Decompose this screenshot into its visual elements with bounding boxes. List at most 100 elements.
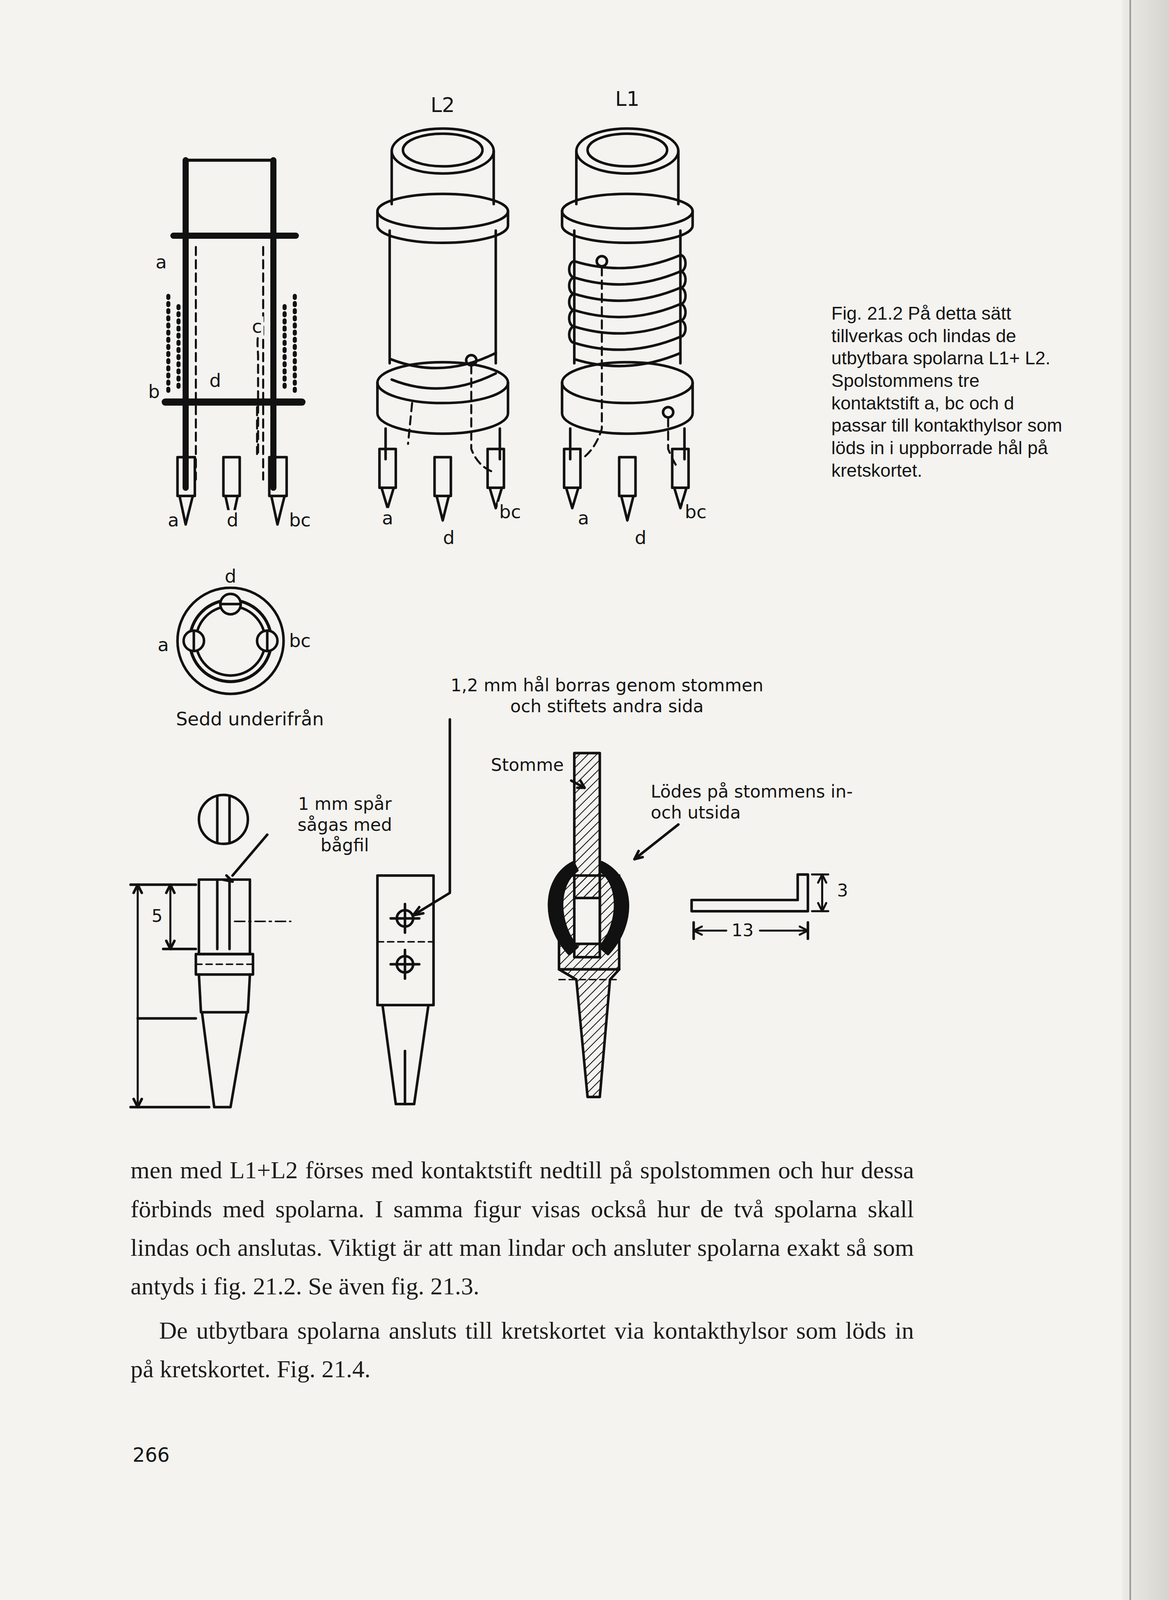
pin-name: a	[166, 510, 181, 531]
drawing-stroke	[576, 128, 679, 174]
drawing-stroke	[487, 448, 505, 488]
drill-note: 1,2 mm hål borras genom stommen och stif…	[438, 675, 776, 717]
drawing-stroke	[130, 884, 209, 1107]
drawing-stroke	[232, 834, 268, 876]
pin-name: a	[576, 508, 591, 529]
drawing-stroke	[672, 448, 689, 488]
drawing-stroke	[408, 402, 413, 444]
drawing-stroke	[198, 879, 250, 955]
drawing-stroke	[185, 159, 274, 488]
drawing-stroke	[548, 862, 578, 955]
drawing-stroke	[403, 1050, 407, 1104]
drawing-stroke	[133, 884, 175, 1107]
page-number: 266	[132, 1443, 215, 1467]
drawing-stroke	[561, 211, 693, 243]
drawing-stroke	[413, 906, 424, 916]
drawing-stroke	[201, 1011, 247, 1107]
drawing-stroke	[634, 824, 679, 860]
drawing-stroke	[559, 978, 620, 981]
drawing-stroke	[377, 211, 508, 243]
drawing-stroke	[377, 382, 508, 434]
drawing-stroke	[173, 232, 296, 239]
drawing-stroke	[385, 428, 501, 460]
drawing-stroke	[818, 874, 827, 912]
drawing-stroke	[1122, 0, 1169, 1600]
drawing-stroke	[217, 795, 230, 843]
view-note: Sedd underifrån	[174, 709, 326, 730]
drawing-stroke	[198, 974, 250, 1012]
drawing-stroke	[390, 353, 496, 389]
drawing-stroke	[168, 295, 295, 392]
drawing-stroke	[574, 897, 600, 944]
pin-name: bc	[287, 630, 313, 651]
drawing-stroke	[596, 255, 608, 267]
pin-name: c	[250, 316, 264, 337]
pin-name: d	[225, 510, 240, 531]
drawing-stroke	[382, 1004, 429, 1104]
drawing-stroke	[402, 133, 483, 167]
drawing-stroke	[599, 862, 628, 955]
drawing-stroke	[185, 158, 274, 162]
drawing-stroke	[569, 255, 686, 343]
dimension: 13	[730, 920, 756, 941]
drawing-stroke	[377, 875, 434, 1005]
drawing-stroke	[390, 904, 420, 979]
drawing-stroke	[662, 406, 674, 418]
drawing-stroke	[389, 230, 496, 364]
figure-caption: Fig. 21.2 På detta sätt tillverkas och l…	[831, 301, 1069, 482]
coil-name: L1	[613, 87, 642, 111]
pin-name: d	[633, 527, 649, 548]
drawing-stroke	[195, 954, 253, 975]
slot-note: 1 mm spår sågas med bågfil	[273, 793, 417, 857]
pin-name: a	[153, 251, 169, 272]
drawing-stroke	[377, 940, 434, 943]
drawing-stroke	[574, 753, 600, 957]
drawing-stroke	[379, 448, 396, 488]
drawing-stroke	[561, 382, 693, 434]
pin-name: d	[207, 370, 223, 391]
drawing-stroke	[634, 850, 643, 859]
coil-name: L2	[429, 93, 457, 117]
dimension: 3	[835, 881, 850, 901]
pin-name: bc	[287, 510, 313, 531]
part-name: Stomme	[489, 755, 566, 775]
drawing-stroke	[563, 448, 581, 488]
pin-name: d	[441, 527, 457, 548]
drawing-stroke	[195, 246, 263, 480]
pin-name: b	[146, 381, 162, 402]
drawing-stroke	[812, 874, 829, 912]
drawing-stroke	[561, 194, 693, 229]
drawing-stroke	[574, 255, 681, 366]
drawing-stroke	[619, 456, 636, 496]
drawing-stroke	[217, 879, 230, 949]
drawing-stroke	[177, 456, 195, 496]
drawing-stroke	[434, 456, 451, 496]
drawing-stroke	[177, 587, 284, 695]
drawing-stroke	[195, 963, 253, 966]
drawing-stroke	[224, 399, 258, 455]
drawing-stroke	[559, 969, 620, 1097]
drawing-stroke	[391, 128, 494, 174]
solder-note: Lödes på stommens in- och utsida	[650, 781, 866, 824]
drawing-stroke	[561, 362, 693, 403]
dimension: 5	[150, 906, 165, 926]
drawing-stroke	[587, 133, 667, 167]
pin-name: a	[380, 508, 395, 529]
pin-name: a	[155, 634, 171, 655]
pin-name: bc	[497, 502, 523, 523]
drawing-stroke	[381, 487, 502, 521]
body-text: De utbytbara spolarna ansluts till krets…	[130, 1310, 914, 1389]
drawing-stroke	[194, 603, 268, 651]
drawing-stroke	[691, 874, 809, 912]
drawing-stroke	[559, 875, 620, 970]
drawing-stroke	[137, 884, 171, 1107]
drawing-stroke	[165, 398, 302, 406]
drawing-stroke	[466, 355, 477, 366]
drawing-stroke	[198, 794, 248, 844]
pin-name: bc	[683, 502, 709, 523]
drawing-stroke	[223, 456, 240, 496]
drawing-stroke	[195, 605, 265, 676]
drawing-stroke	[234, 920, 291, 923]
drawing-stroke	[413, 719, 450, 916]
drawing-stroke	[130, 128, 829, 1107]
